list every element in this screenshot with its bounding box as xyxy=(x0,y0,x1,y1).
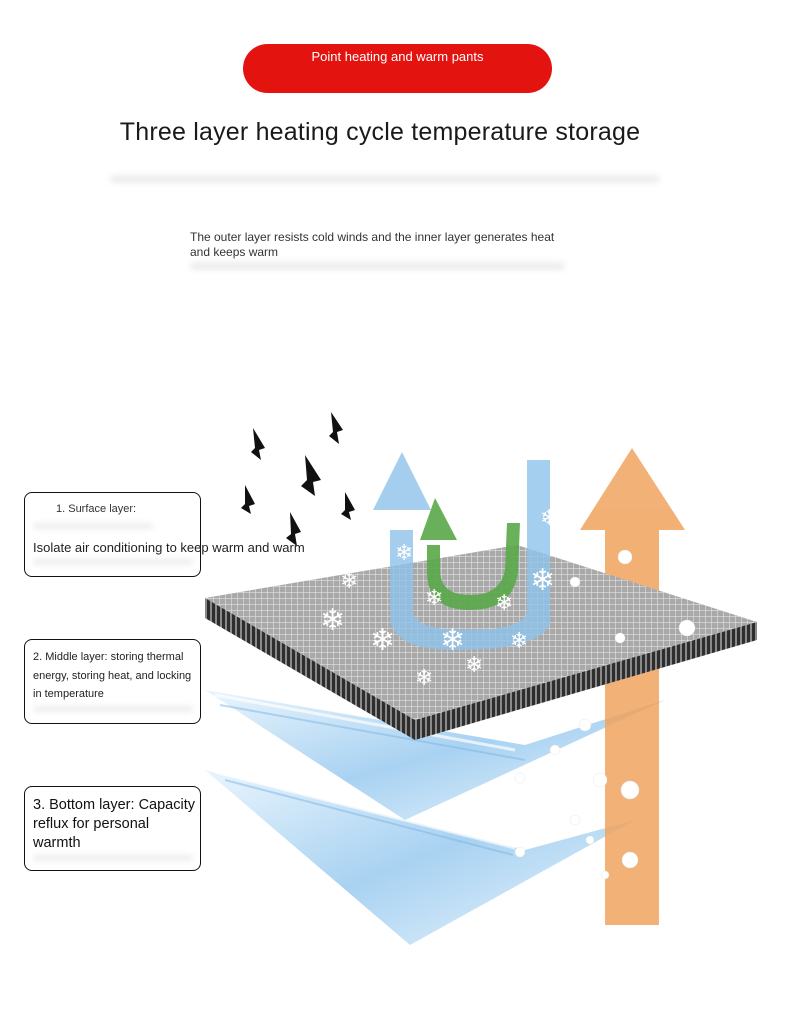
snowflake-icon: ❄ xyxy=(425,586,443,611)
card-shadow xyxy=(33,706,193,712)
snowflake-icon: ❄ xyxy=(510,629,528,654)
layer-illustration: ❄ ❄ ❄ ❄ ❄ ❄ ❄ ❄ ❄ ❄ ❄ ❄ xyxy=(205,412,757,945)
heat-bubble-icon xyxy=(569,576,581,588)
snowflake-icon: ❄ xyxy=(415,666,433,691)
layer-card-bottom: 3. Bottom layer: Capacity reflux for per… xyxy=(24,786,201,871)
snowflake-icon: ❄ xyxy=(440,623,465,658)
card-shadow xyxy=(33,559,193,565)
wind-particle-icon xyxy=(301,455,321,496)
heat-bubble-icon xyxy=(600,870,610,880)
intro-shadow xyxy=(190,262,565,270)
snowflake-icon: ❄ xyxy=(540,506,558,531)
wind-particle-icon xyxy=(286,512,301,546)
bottom-layer xyxy=(205,770,635,945)
snowflake-icon: ❄ xyxy=(395,541,413,566)
layer-card-text: Isolate air conditioning to keep warm an… xyxy=(33,540,305,555)
snowflake-icon: ❄ xyxy=(495,591,513,616)
snowflake-icon: ❄ xyxy=(530,563,555,598)
heat-bubble-icon xyxy=(514,846,526,858)
layer-card-heading: 1. Surface layer: xyxy=(56,503,137,515)
heat-bubble-icon xyxy=(569,814,581,826)
snowflake-icon: ❄ xyxy=(320,603,345,638)
page-title: Three layer heating cycle temperature st… xyxy=(119,118,641,146)
heat-bubble-icon xyxy=(592,772,608,788)
middle-layer xyxy=(205,690,665,820)
banner-pill: Point heating and warm pants xyxy=(243,44,552,93)
card-shadow xyxy=(33,855,193,861)
title-shadow xyxy=(110,175,660,183)
snowflake-icon: ❄ xyxy=(340,569,358,594)
layer-card-text: 2. Middle layer: storing thermal energy,… xyxy=(33,651,192,700)
snowflake-icon: ❄ xyxy=(465,653,483,678)
heat-bubble-icon xyxy=(678,619,696,637)
snowflake-icon: ❄ xyxy=(370,623,395,658)
heat-bubble-icon xyxy=(614,632,626,644)
heat-bubble-icon xyxy=(578,718,592,732)
layer-card-surface: 1. Surface layer: Isolate air conditioni… xyxy=(24,492,305,577)
heat-bubble-icon xyxy=(549,744,561,756)
card-shadow xyxy=(33,523,153,529)
heat-bubble-icon xyxy=(620,780,640,800)
wind-particle-icon xyxy=(341,492,355,520)
banner-label: Point heating and warm pants xyxy=(311,49,484,64)
heat-bubble-icon xyxy=(585,835,595,845)
heat-bubble-icon xyxy=(514,772,526,784)
cold-arrow-icon xyxy=(373,452,551,650)
layer-card-middle: 2. Middle layer: storing thermal energy,… xyxy=(24,639,201,724)
wind-particle-icon xyxy=(251,428,265,460)
recycle-arrow-icon xyxy=(420,498,520,610)
heat-bubble-icon xyxy=(617,549,633,565)
intro-text: The outer layer resists cold winds and t… xyxy=(190,230,555,259)
heat-bubble-icon xyxy=(621,851,639,869)
wind-particle-icon xyxy=(241,485,255,514)
wind-particle-icon xyxy=(329,412,343,444)
layer-card-text: 3. Bottom layer: Capacity reflux for per… xyxy=(33,797,195,851)
